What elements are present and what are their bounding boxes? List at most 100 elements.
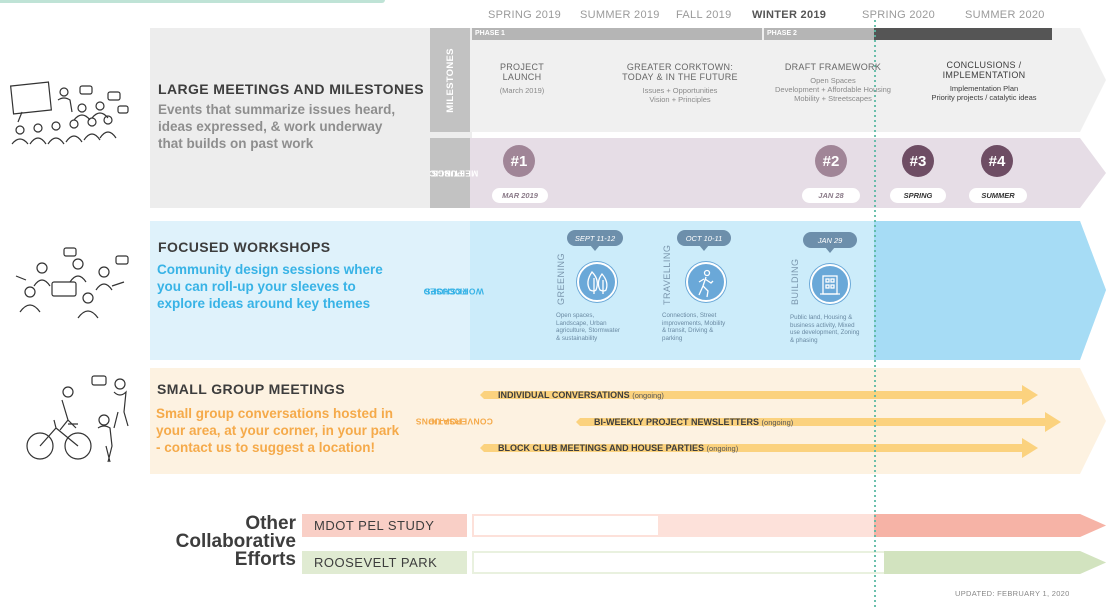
other-title-line: Collaborative (175, 531, 296, 552)
newsletter-label: BI-WEEKLY PROJECT NEWSLETTERS (ongoing) (594, 417, 793, 427)
workshops-title: FOCUSED WORKSHOPS (158, 239, 331, 255)
public-meetings-arrow (470, 138, 1106, 208)
large-meeting-illustration (9, 81, 129, 145)
large-meetings-description: Events that summarize issues heard, idea… (158, 101, 395, 152)
other-title-line: Efforts (234, 549, 296, 570)
phase-1-label: PHASE 1 (475, 30, 505, 37)
tree-icon (577, 262, 617, 302)
updated-date: UPDATED: FEBRUARY 1, 2020 (955, 589, 1070, 598)
desc-line: improvements, Mobility (662, 319, 726, 327)
desc-line: & transit, Driving & (662, 327, 714, 334)
public-label-box (430, 138, 470, 208)
milestone-subtitle: Open Spaces (810, 76, 856, 85)
milestones-arrow (470, 28, 1106, 132)
small-group-band (150, 368, 472, 474)
phase-2-bar (764, 28, 874, 40)
public-meeting-4-badge: #4 (981, 145, 1013, 177)
milestones-label: MILESTONES (444, 47, 456, 113)
milestone-subtitle: (March 2019) (499, 86, 545, 95)
mdot-gap (474, 516, 658, 535)
large-meetings-title: LARGE MEETINGS AND MILESTONES (158, 81, 424, 97)
desc-line: agriculture, Stormwater (556, 327, 620, 334)
arrow-note: (ongoing) (632, 391, 664, 400)
public-meeting-4-date: SUMMER (969, 188, 1027, 203)
milestone-greater-corktown: GREATER CORKTOWN: TODAY & IN THE FUTURE … (610, 62, 750, 104)
roosevelt-arrow-future (884, 551, 1106, 574)
milestone-subtitle: Vision + Principles (649, 95, 711, 104)
mdot-label-bg (302, 514, 467, 537)
description-line: your area, at your corner, in your park (156, 423, 400, 438)
workshops-arrow-future (874, 221, 1106, 360)
public-meeting-3-badge: #3 (902, 145, 934, 177)
desc-line: Public land, Housing & (790, 314, 853, 321)
workshops-label-line: WORKSHOPS (424, 286, 485, 296)
milestone-subtitle: Development + Affordable Housing (775, 85, 891, 94)
roosevelt-gap (474, 553, 884, 572)
milestone-subtitle: Implementation Plan (949, 84, 1019, 93)
milestone-title: IMPLEMENTATION (942, 70, 1026, 80)
desc-line: Open spaces, (556, 312, 595, 319)
public-meeting-2-badge: #2 (815, 145, 847, 177)
description-line: Community design sessions where (157, 262, 383, 277)
description-line: you can roll-up your sleeves to (157, 279, 356, 294)
milestones-row-label: MILESTONES (430, 28, 470, 132)
roosevelt-park-label: ROOSEVELT PARK (314, 554, 438, 570)
milestone-title: DRAFT FRAMEWORK (784, 62, 882, 72)
phase-3-bar (874, 28, 1052, 40)
phase-1-bar (472, 28, 762, 40)
arrow-note: (ongoing) (706, 444, 739, 453)
tag-pointer (590, 245, 600, 251)
public-meeting-1-badge: #1 (503, 145, 535, 177)
public-meeting-3-date: SPRING (890, 188, 946, 203)
building-icon (810, 264, 850, 304)
milestones-label-box (430, 28, 470, 132)
desc-line: business activity, Mixed (790, 321, 855, 329)
workshop-travelling-theme: TRAVELLING (662, 244, 672, 305)
milestone-conclusions: CONCLUSIONS / IMPLEMENTATION Implementat… (912, 60, 1056, 102)
roosevelt-label-bg (302, 551, 467, 574)
workshop-travelling-description: Connections, Street improvements, Mobili… (662, 312, 744, 342)
season-label: SUMMER 2019 (580, 9, 660, 21)
conversation-arrow (480, 385, 1038, 405)
conversation-label: INDIVIDUAL CONVERSATIONS (ongoing) (498, 390, 664, 400)
desc-line: Connections, Street (662, 312, 717, 319)
desc-line: & phasing (790, 336, 818, 344)
milestone-subtitle: Mobility + Streetscapes (794, 94, 872, 103)
public-meeting-2-date: JAN 28 (802, 188, 860, 203)
public-meeting-1-date: MAR 2019 (492, 188, 548, 203)
small-group-title: SMALL GROUP MEETINGS (157, 381, 345, 397)
milestone-subtitle: Issues + Opportunities (642, 86, 718, 95)
workshop-building-theme: BUILDING (790, 258, 800, 305)
milestone-title: CONCLUSIONS / (946, 60, 1022, 70)
season-label: SUMMER 2020 (965, 9, 1045, 21)
description-line: explore ideas around key themes (157, 296, 371, 311)
workshop-building-description: Public land, Housing & business activity… (790, 314, 876, 344)
milestone-title: GREATER CORKTOWN: (626, 62, 734, 72)
milestone-subtitle: Priority projects / catalytic ideas (931, 93, 1037, 102)
workshop-illustration (15, 247, 129, 319)
small-group-description: Small group conversations hosted in your… (156, 405, 399, 456)
arrow-text: INDIVIDUAL CONVERSATIONS (498, 390, 630, 400)
description-line: Events that summarize issues heard, (158, 102, 396, 117)
mdot-pel-study-label: MDOT PEL STUDY (314, 517, 435, 533)
season-label: SPRING 2020 (862, 9, 936, 21)
block-club-arrow (480, 438, 1038, 458)
tag-pointer (699, 245, 709, 251)
workshop-travelling-date: OCT 10-11 (677, 230, 731, 246)
season-label: WINTER 2019 (752, 9, 827, 21)
arrow-note: (ongoing) (761, 418, 794, 427)
workshop-building-date: JAN 29 (803, 232, 857, 248)
desc-line: & sustainability (556, 334, 598, 342)
public-label-line: MEETINGS (431, 168, 478, 179)
milestone-title: LAUNCH (502, 72, 542, 82)
mdot-arrow-future (874, 514, 1106, 537)
milestone-project-launch: PROJECT LAUNCH (March 2019) (487, 62, 557, 95)
newsletter-arrow (576, 412, 1061, 432)
phase-2-label: PHASE 2 (767, 30, 797, 37)
other-title-line: Other (245, 513, 296, 534)
other-efforts-title: Other Collaborative Efforts (150, 513, 296, 570)
